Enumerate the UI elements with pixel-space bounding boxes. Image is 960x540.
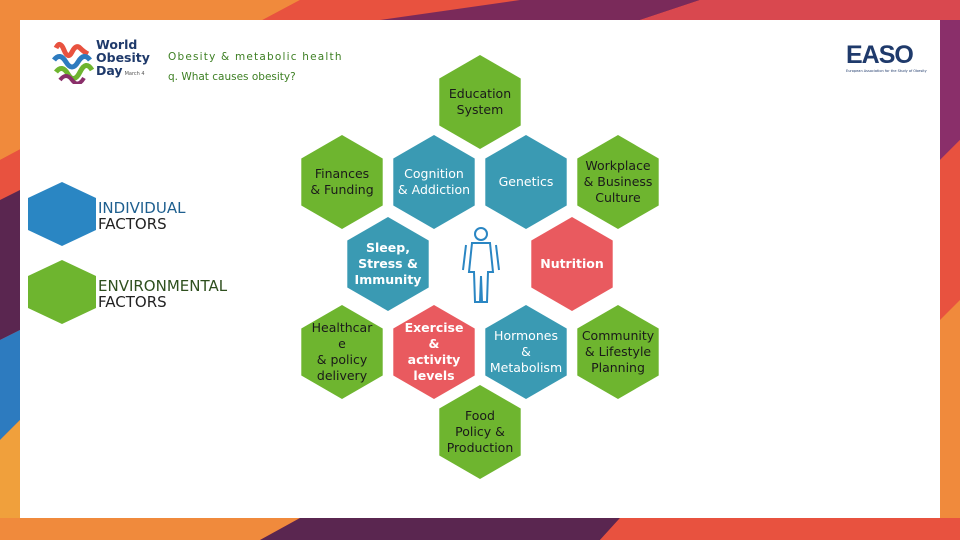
hex-label-genetics: Genetics — [498, 174, 554, 189]
hex-cognition-addiction — [393, 135, 475, 229]
hex-label-exercise-activity-levels: Exercise & activity levels — [404, 320, 464, 383]
legend-individual-label: INDIVIDUAL FACTORS — [98, 200, 185, 232]
hex-label-sleep-stress-immunity: Sleep, Stress & Immunity — [354, 240, 422, 287]
hex-nutrition — [531, 217, 613, 311]
hex-healthcare-policy-delivery — [301, 305, 383, 399]
legend-individual-line2: FACTORS — [98, 215, 167, 233]
logo-word-day: Day — [96, 63, 123, 78]
hex-label-community-lifestyle-planning: Community & Lifestyle Planning — [581, 328, 655, 375]
world-obesity-day-logo — [52, 42, 95, 84]
hex-label-nutrition: Nutrition — [540, 256, 604, 271]
center-hex — [434, 208, 526, 306]
logo-word-obesity: Obesity — [96, 50, 150, 65]
page-title: Obesity & metabolic health — [168, 51, 343, 63]
easo-logo-subtitle: European Association for the Study of Ob… — [846, 69, 927, 73]
easo-logo: EASO — [846, 41, 914, 69]
legend-environmental-hex — [28, 260, 96, 324]
hex-label-finances-funding: Finances & Funding — [310, 166, 374, 197]
hex-education-system — [439, 55, 521, 149]
legend-individual-hex — [28, 182, 96, 246]
page-question: q. What causes obesity? — [168, 71, 296, 83]
hex-label-food-policy-production: Food Policy & Production — [446, 408, 514, 455]
legend-environmental-line2: FACTORS — [98, 293, 167, 311]
hex-community-lifestyle-planning — [577, 305, 659, 399]
hex-exercise-activity-levels — [393, 305, 475, 399]
hex-label-healthcare-policy-delivery: Healthcar e & policy delivery — [311, 320, 373, 383]
logo-word-world: World — [96, 37, 138, 52]
legend-environmental-line1: ENVIRONMENTAL — [98, 277, 228, 295]
hex-finances-funding — [301, 135, 383, 229]
hex-workplace-business-culture — [577, 135, 659, 229]
hex-hormones-metabolism — [485, 305, 567, 399]
hex-label-cognition-addiction: Cognition & Addiction — [397, 166, 471, 197]
human-figure-icon — [462, 227, 500, 303]
hex-label-workplace-business-culture: Workplace & Business Culture — [583, 158, 653, 205]
logo-date: March 4 — [124, 71, 145, 77]
hex-label-education-system: Education System — [448, 86, 512, 117]
hex-sleep-stress-immunity — [347, 217, 429, 311]
legend-individual-line1: INDIVIDUAL — [98, 199, 186, 217]
hex-genetics — [485, 135, 567, 229]
hex-label-hormones-metabolism: Hormones & Metabolism — [489, 328, 563, 375]
hex-food-policy-production — [439, 385, 521, 479]
legend-environmental-label: ENVIRONMENTAL FACTORS — [98, 278, 227, 310]
